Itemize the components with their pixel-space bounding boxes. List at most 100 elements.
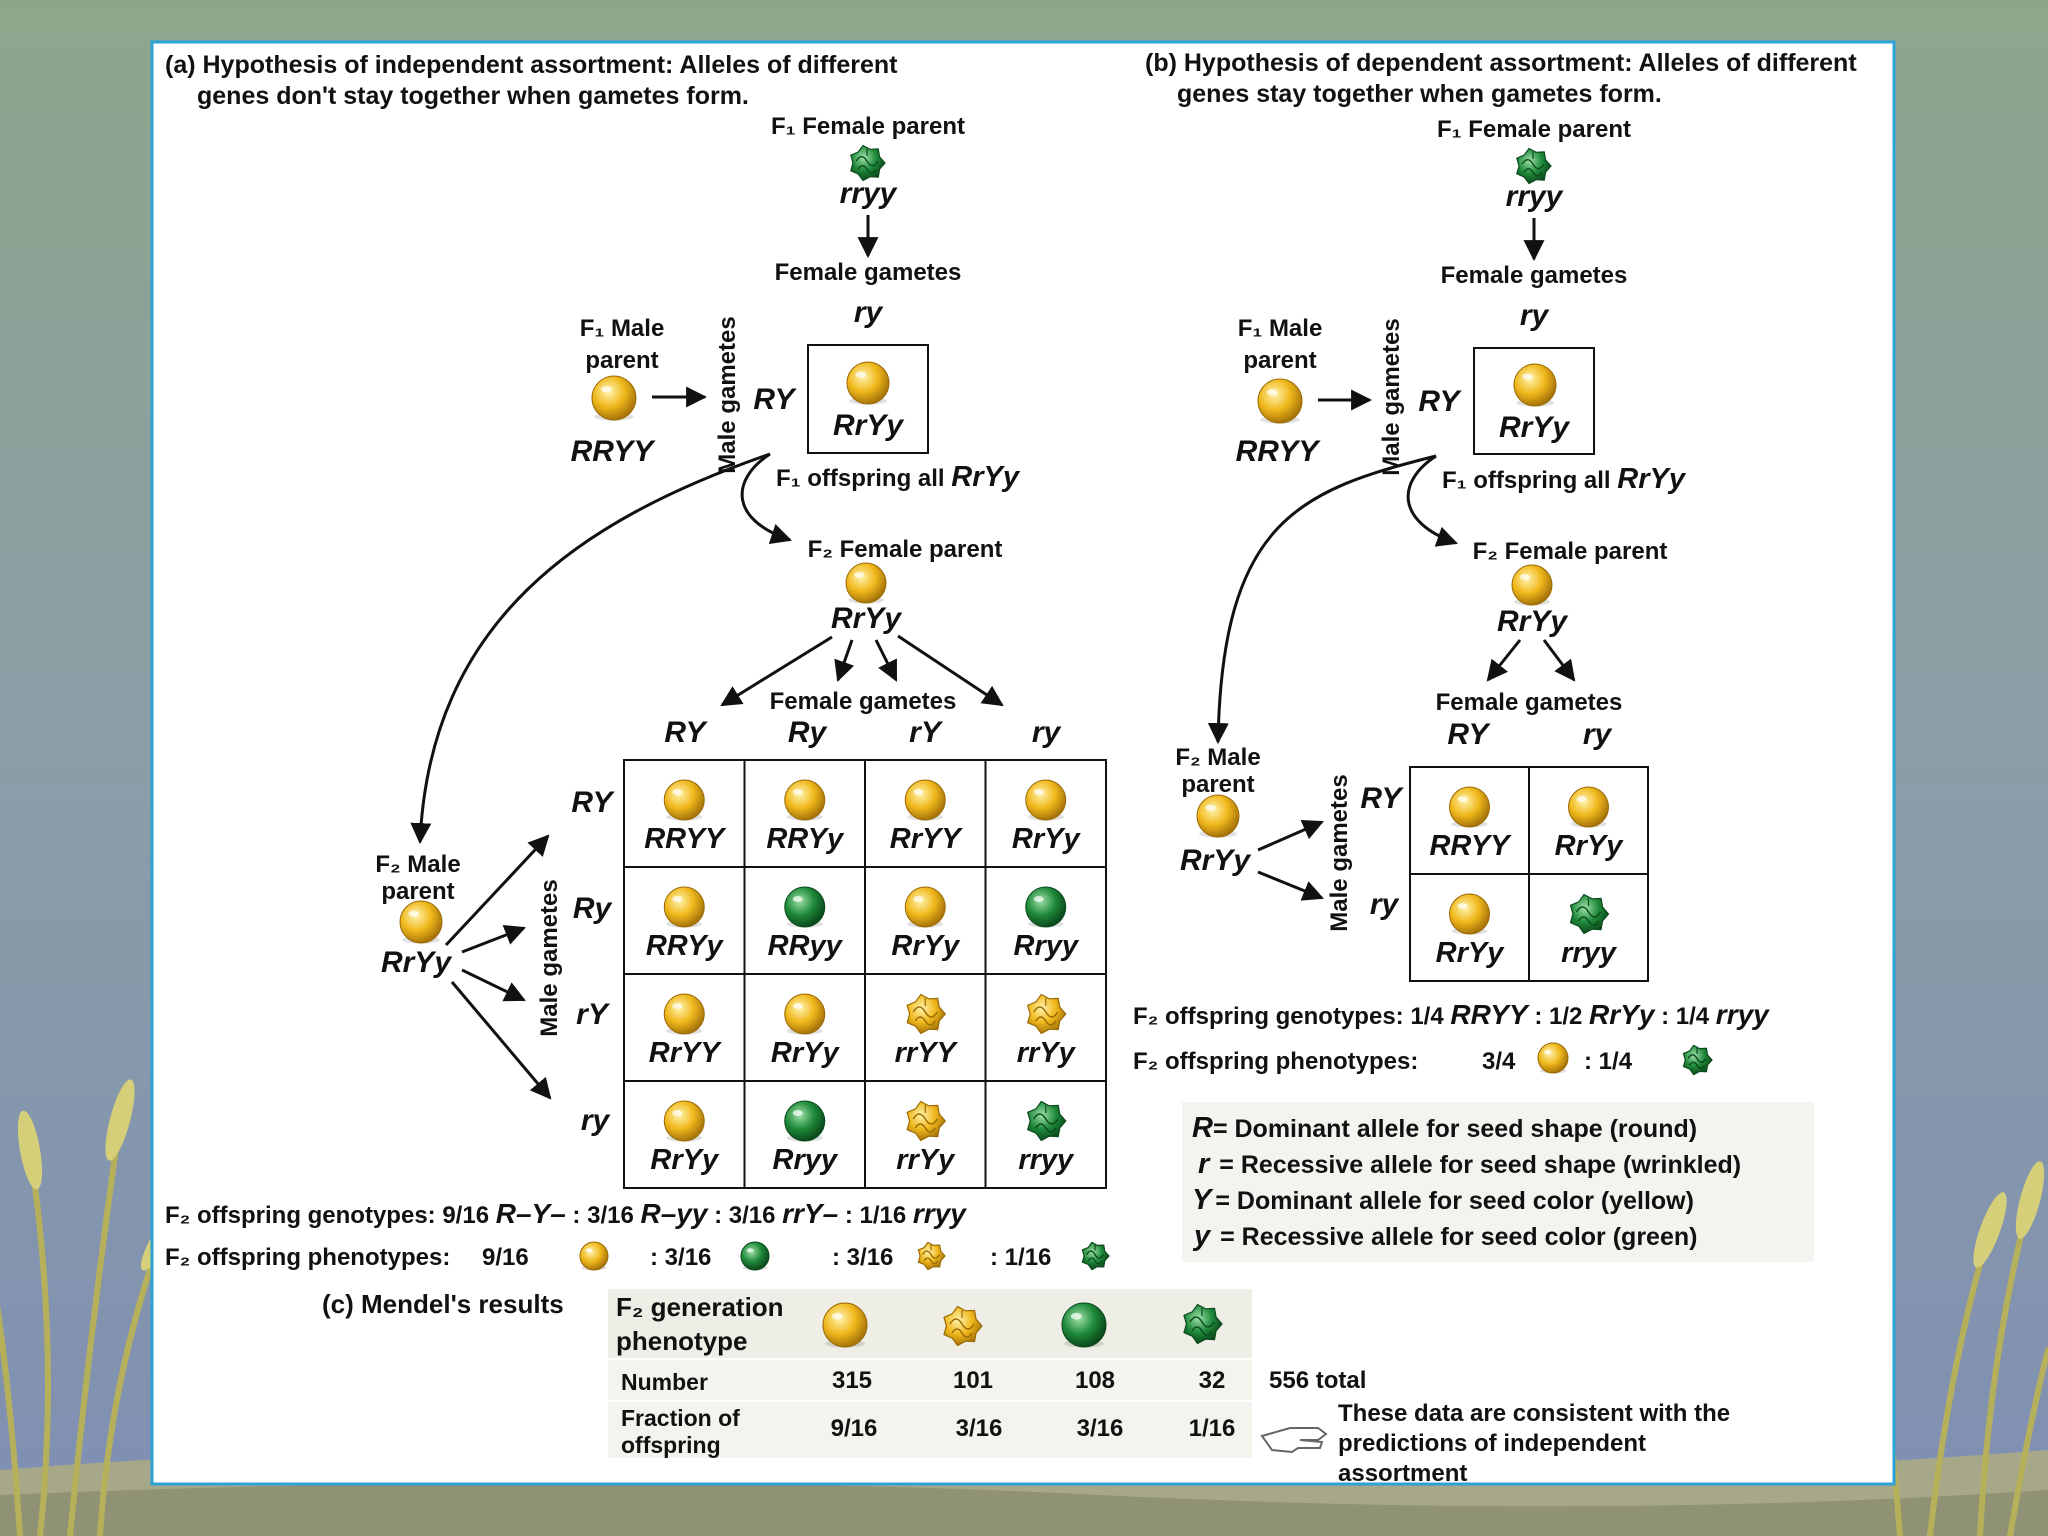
a-f2-female-parent-label: F₂ Female parent [808, 536, 1003, 563]
punnett-genotype: RrYy [1012, 823, 1082, 855]
b-gamete-header: ry [1370, 888, 1400, 921]
c-note-line2: predictions of independent [1338, 1430, 1646, 1457]
a-female-gamete-headers: RY Ry rY ry [664, 716, 1061, 749]
a-gamete-header: RY [571, 786, 615, 819]
b-arrow-f2-male-2 [1257, 870, 1324, 901]
a-f2-male-gametes-label: Male gametes [536, 879, 563, 1036]
legend-row: Y= Dominant allele for seed color (yello… [1192, 1184, 1694, 1216]
punnett-seed [784, 779, 826, 821]
b-male-gametes-label: Male gametes [1378, 318, 1405, 475]
b-gamete-header: RY [1360, 782, 1404, 815]
punnett-seed [663, 779, 705, 821]
a-f2-female-genotype: RrYy [831, 602, 902, 635]
c-number-value: 32 [1199, 1367, 1226, 1394]
b-f1-male-genotype: RRYY [1236, 435, 1322, 468]
b-f1-male-parent-line2: parent [1243, 347, 1316, 374]
a-gamete-header: ry [1032, 716, 1062, 749]
a-f2-male-seed [399, 900, 443, 944]
c-header-line2: phenotype [616, 1326, 747, 1356]
b-phenotype-fraction: 3/4 [1482, 1048, 1516, 1075]
punnett-genotype: RRYY [1429, 830, 1512, 862]
a-gamete-header: Ry [788, 716, 828, 749]
c-fraction-label-line2: offspring [621, 1432, 721, 1458]
panel-a-title-line2: genes don't stay together when gametes f… [197, 82, 749, 110]
a-phenotype-seed [917, 1241, 946, 1271]
legend-box [1182, 1102, 1814, 1262]
c-phenotype-seed [1183, 1303, 1223, 1345]
punnett-seed [1025, 779, 1067, 821]
panel-c-title: (c) Mendel's results [322, 1289, 564, 1319]
a-genotype-ratios: F₂ offspring genotypes: 9/16 R–Y– : 3/16… [165, 1198, 967, 1229]
a-f2-female-seed [845, 562, 887, 604]
b-f2-female-gametes-label: Female gametes [1436, 689, 1623, 716]
punnett-seed [1026, 1100, 1067, 1142]
b-genotype-ratios: F₂ offspring genotypes: 1/4 RRYY : 1/2 R… [1133, 999, 1770, 1030]
c-phenotype-seed [943, 1305, 983, 1347]
a-phenotype-seed [1081, 1241, 1110, 1271]
c-number-label: Number [621, 1369, 708, 1395]
b-f2-male-genotype: RrYy [1180, 844, 1251, 877]
c-number-row [608, 1360, 1252, 1400]
a-f1-cell-seed [846, 361, 890, 405]
c-number-value: 315 [832, 1367, 872, 1394]
b-f1-male-parent-line1: F₁ Male [1238, 315, 1323, 342]
a-f1-female-seed [850, 144, 886, 182]
panel-a-title-line1: (a) Hypothesis of independent assortment… [165, 51, 898, 79]
a-male-gamete-headers: RY Ry rY ry [571, 786, 615, 1137]
punnett-genotype: rryy [1018, 1144, 1075, 1176]
b-arrow-to-f2-female [1406, 454, 1458, 547]
punnett-genotype: RrYy [1555, 830, 1625, 862]
punnett-genotype: RrYy [771, 1037, 841, 1069]
a-f1-female-parent-label: F₁ Female parent [771, 113, 965, 140]
b-f1-male-seed [1257, 378, 1303, 424]
panel-c: (c) Mendel's results F₂ generation pheno… [322, 1289, 1730, 1487]
b-f2-male-gametes-label: Male gametes [1326, 774, 1353, 931]
a-arrow-f2-male-3 [461, 968, 526, 1002]
punnett-seed [1449, 893, 1490, 935]
c-fraction-label-line1: Fraction of [621, 1405, 740, 1431]
b-male-gamete: RY [1418, 385, 1462, 418]
c-total: 556 total [1269, 1367, 1366, 1394]
b-f2-female-seed [1511, 564, 1553, 606]
punnett-genotype: RrYy [650, 1144, 720, 1176]
a-phenotype-fraction: : 1/16 [990, 1244, 1051, 1271]
c-fraction-row [608, 1402, 1252, 1458]
punnett-genotype: Rryy [773, 1144, 839, 1176]
punnett-genotype: RrYY [649, 1037, 723, 1069]
b-gamete-header: RY [1447, 718, 1491, 751]
panel-a: (a) Hypothesis of independent assortment… [165, 51, 1110, 1271]
punnett-seed [663, 1100, 705, 1142]
c-header-row [608, 1289, 1252, 1358]
a-f1-offspring-label: F₁ offspring all RrYy [776, 461, 1021, 493]
b-f1-cell-genotype: RrYy [1499, 411, 1570, 444]
a-f1-male-parent-line2: parent [585, 347, 658, 374]
a-male-gamete: RY [753, 383, 797, 416]
b-f2-male-seed [1196, 794, 1240, 838]
punnett-seed [784, 886, 826, 928]
punnett-seed [904, 779, 946, 821]
b-f2-female-genotype: RrYy [1497, 605, 1568, 638]
a-male-gametes-label: Male gametes [714, 316, 741, 473]
punnett-seed [904, 886, 946, 928]
c-number-value: 108 [1075, 1367, 1115, 1394]
b-phenotype-seed [1682, 1044, 1713, 1076]
b-phenotype-fraction: : 1/4 [1584, 1048, 1633, 1075]
c-fraction-value: 9/16 [831, 1415, 878, 1442]
a-f2-male-parent-line1: F₂ Male [375, 851, 460, 878]
punnett-seed [906, 993, 947, 1035]
punnett-genotype: RRyy [768, 930, 844, 962]
punnett-seed [1569, 893, 1610, 935]
a-f2-male-parent-line2: parent [381, 878, 454, 905]
punnett-seed [1568, 786, 1609, 828]
b-f1-female-parent-label: F₁ Female parent [1437, 116, 1631, 143]
c-number-value: 101 [953, 1367, 993, 1394]
punnett-seed [784, 993, 826, 1035]
a-f2-male-genotype: RrYy [381, 946, 452, 979]
a-arrow-to-f2-male [410, 452, 771, 845]
legend-row: r= Recessive allele for seed shape (wrin… [1198, 1148, 1741, 1180]
a-phenotypes-label: F₂ offspring phenotypes: [165, 1244, 450, 1271]
punnett-seed [1449, 786, 1490, 828]
a-arrow-f2-male-2 [461, 925, 526, 954]
